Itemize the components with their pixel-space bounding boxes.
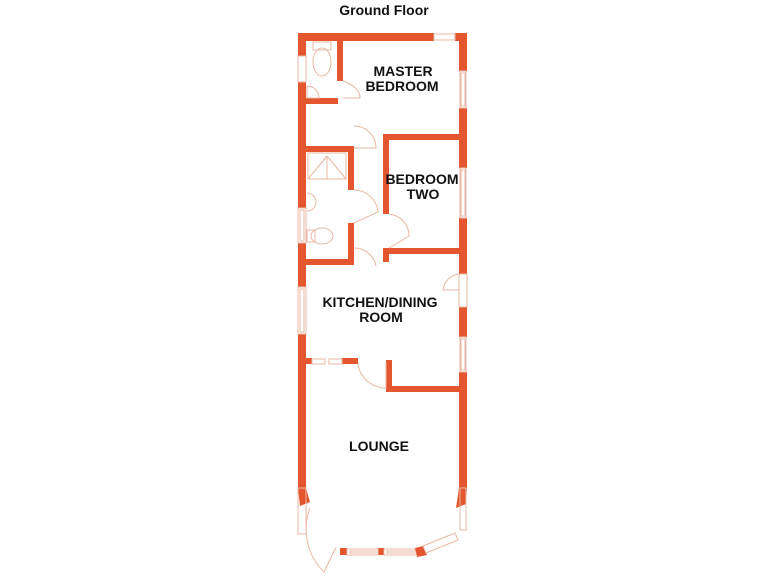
room-label-kitchen-2: ROOM	[359, 309, 403, 325]
window-bay-2	[383, 548, 416, 556]
floor-title: Ground Floor	[339, 2, 429, 18]
door-swing-front	[305, 507, 337, 573]
room-label-lounge: LOUNGE	[349, 438, 409, 454]
room-label-kitchen-1: KITCHEN/DINING	[322, 294, 437, 310]
door-swing-hall	[353, 247, 377, 267]
window-master-bedroom	[459, 70, 467, 109]
toilet-ensuite	[312, 47, 332, 77]
door-swing-bathroom	[353, 189, 379, 224]
door-swing-ensuite	[342, 80, 361, 99]
window-kitchen-left	[297, 286, 307, 335]
basin-ensuite	[306, 85, 320, 99]
room-label-master-1: MASTER	[373, 63, 432, 79]
door-swing-master	[353, 125, 377, 149]
room-label-bed2-1: BEDROOM	[385, 171, 458, 187]
walls	[298, 33, 467, 557]
window-bay-1	[346, 548, 379, 556]
room-labels: MASTER BEDROOM BEDROOM TWO KITCHEN/DININ…	[322, 63, 458, 454]
room-label-bed2-2: TWO	[407, 186, 440, 202]
window-top	[433, 33, 456, 41]
window-bay-3	[422, 532, 459, 554]
window-lounge-right	[459, 487, 467, 531]
window-lounge-left	[297, 487, 307, 535]
basin-bathroom	[306, 192, 317, 212]
fixtures	[297, 33, 468, 573]
toilet-bathroom	[310, 227, 334, 245]
window-kitchen-right	[459, 336, 467, 373]
hatch-1	[311, 358, 326, 365]
room-label-master-2: BEDROOM	[365, 78, 438, 94]
door-swing-side	[442, 273, 460, 291]
window-bathroom	[297, 207, 307, 244]
door-frame-side	[458, 273, 468, 308]
door-swing-bedroom-two	[388, 213, 410, 249]
door-swing-lounge	[357, 362, 387, 389]
hatch-2	[328, 358, 343, 365]
window-ensuite	[297, 55, 307, 83]
window-bedroom-two	[459, 167, 467, 219]
